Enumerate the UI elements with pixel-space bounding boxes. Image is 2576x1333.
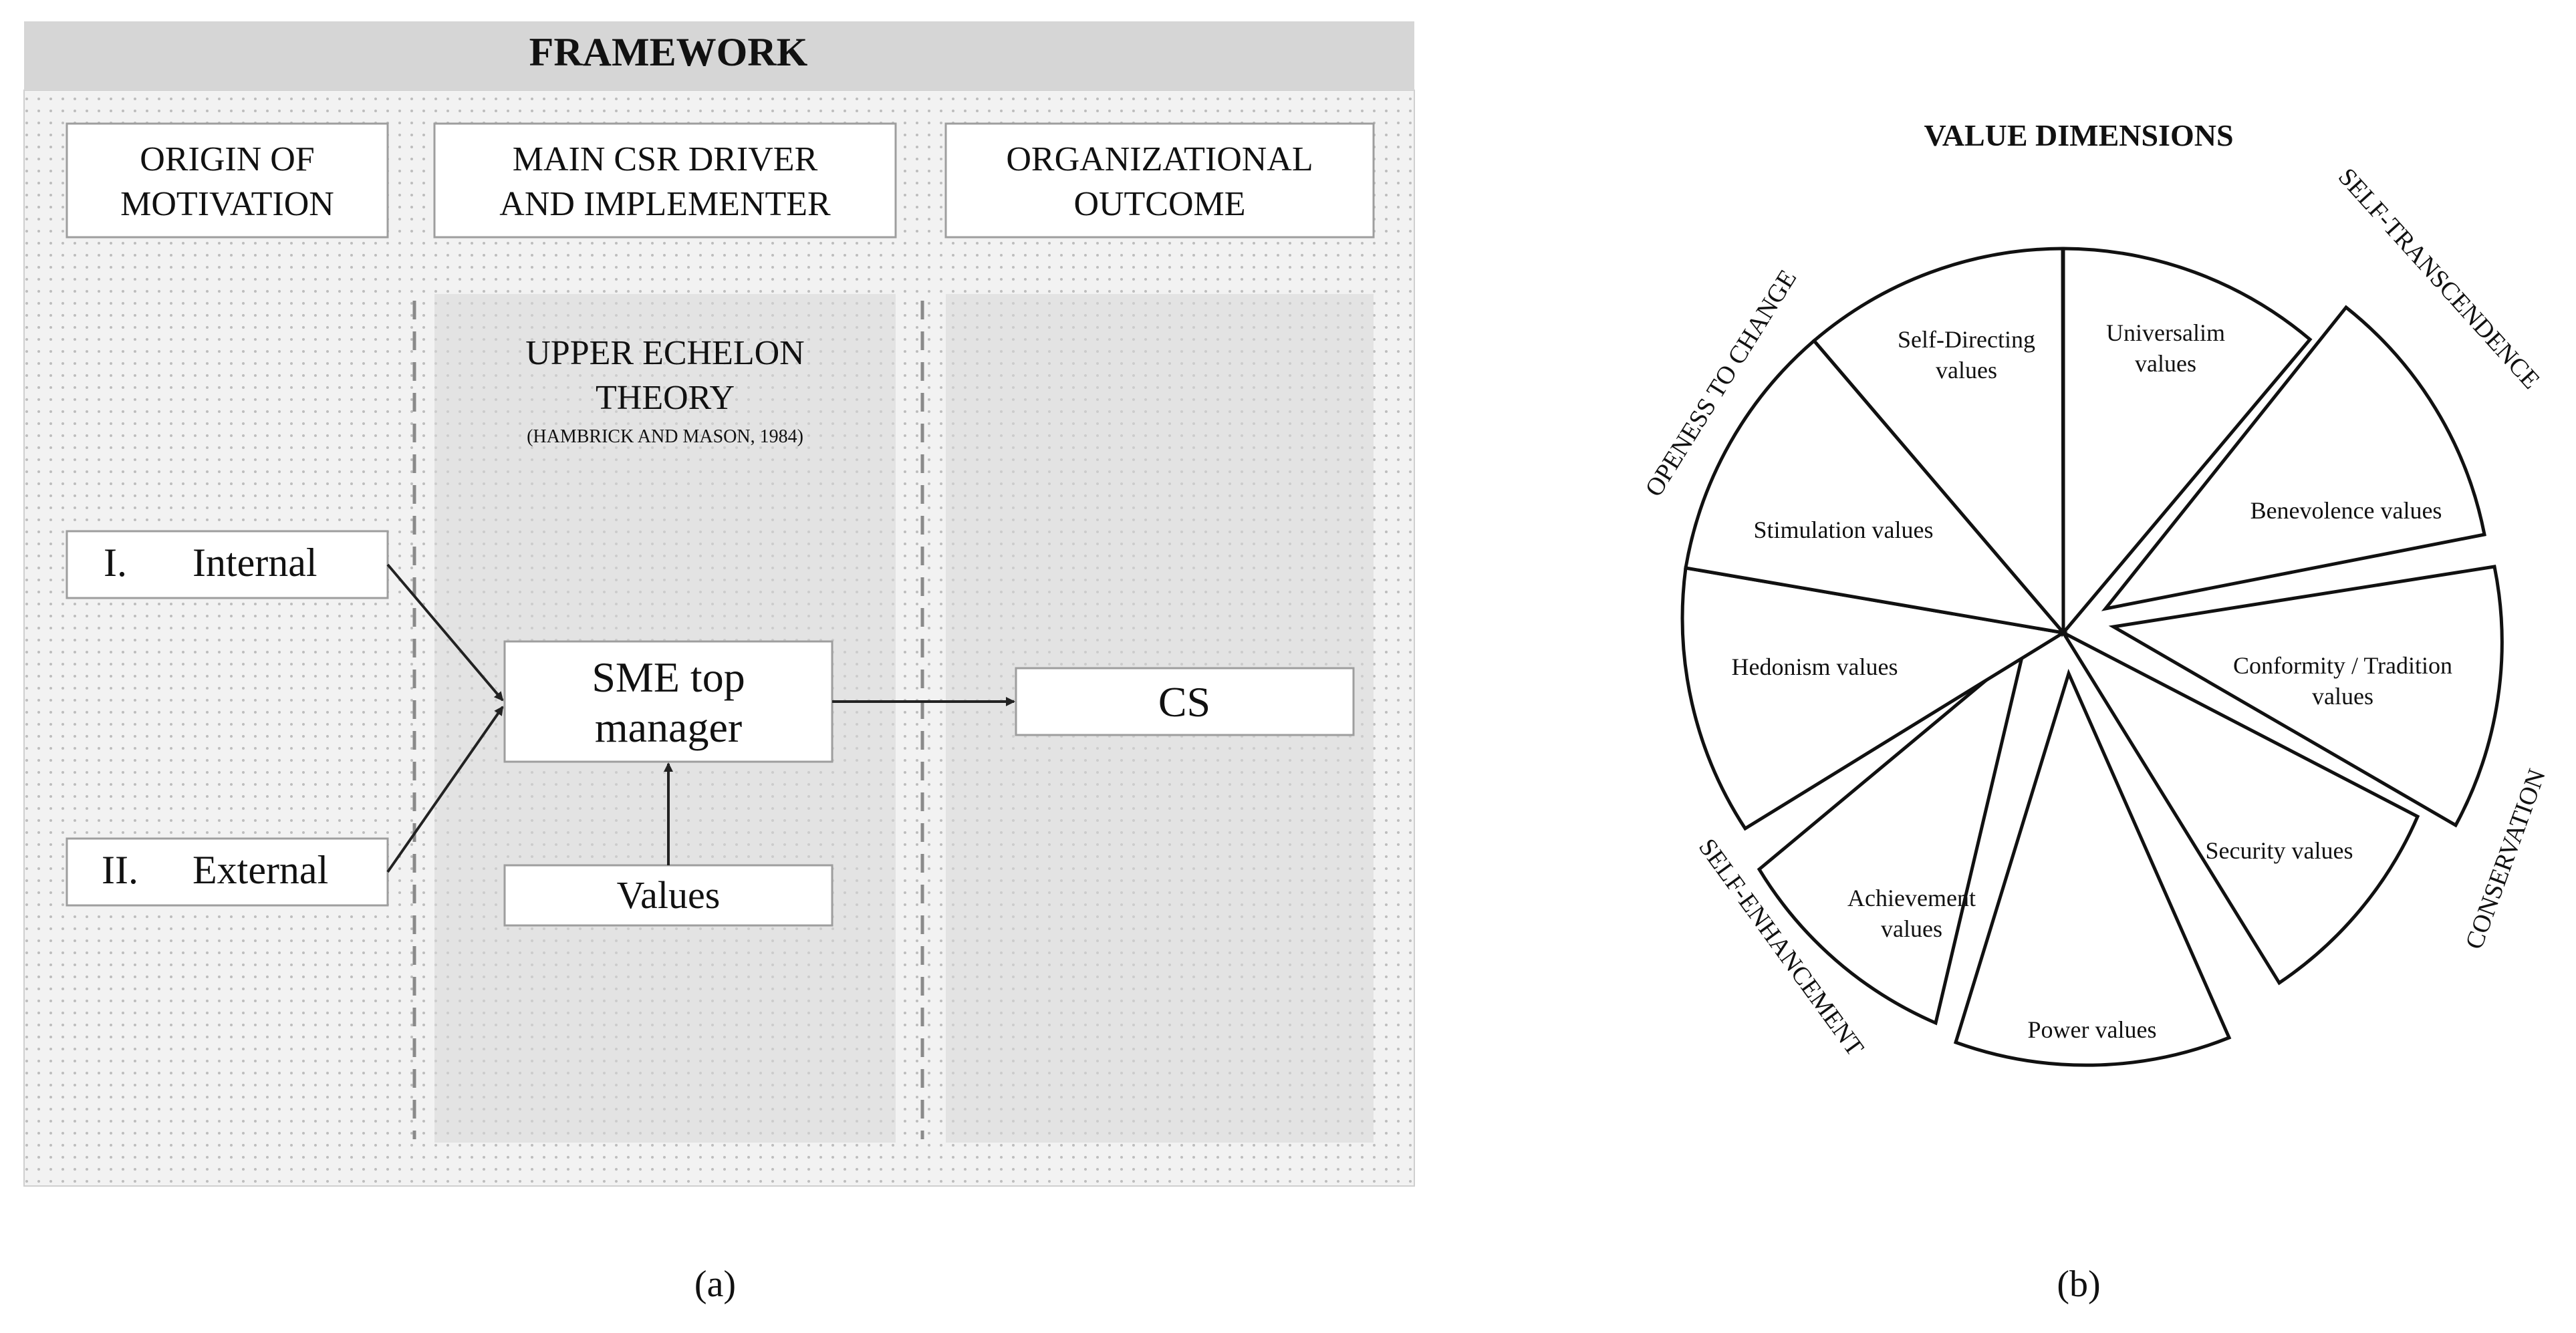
- manager-line1: SME top: [592, 653, 745, 701]
- label-security: Security values: [2206, 837, 2353, 864]
- label-benevolence: Benevolence values: [2250, 497, 2442, 524]
- segment-power: [1953, 668, 2232, 1067]
- value-wheel: [1680, 247, 2504, 1067]
- column-header-origin-line1: ORIGIN OF: [140, 140, 314, 178]
- caption-b: (b): [2057, 1264, 2100, 1305]
- column-header-origin-line2: MOTIVATION: [120, 185, 334, 223]
- label-self-directing-1: Self-Directing: [1898, 326, 2035, 353]
- label-conformity-1: Conformity / Tradition: [2233, 652, 2452, 679]
- theory-citation: (HAMBRICK AND MASON, 1984): [527, 426, 803, 447]
- caption-a: (a): [694, 1264, 736, 1305]
- label-universalism-2: values: [2135, 350, 2196, 377]
- label-achievement-2: values: [1881, 915, 1942, 942]
- segment-stimulation: [1684, 338, 2068, 635]
- theory-line1: UPPER ECHELON: [525, 334, 804, 372]
- manager-box: SME top manager: [503, 640, 833, 763]
- column-header-outcome-line2: OUTCOME: [1073, 185, 1245, 223]
- internal-number: I.: [104, 541, 127, 585]
- framework-diagram: FRAMEWORK ORIGIN OF MOTIVATION MAIN CSR …: [23, 21, 1415, 1305]
- internal-box: I. Internal: [66, 530, 389, 599]
- segment-universalism: [2061, 247, 2313, 637]
- arrow-external-to-manager: [386, 706, 504, 873]
- column-header-origin: ORIGIN OF MOTIVATION: [66, 122, 389, 239]
- label-achievement-1: Achievement: [1847, 885, 1976, 911]
- segment-security: [2059, 628, 2420, 986]
- column-header-outcome-line1: ORGANIZATIONAL: [1006, 140, 1313, 178]
- column-header-driver: MAIN CSR DRIVER AND IMPLEMENTER: [433, 122, 897, 239]
- label-self-directing-2: values: [1936, 357, 1997, 384]
- external-label: External: [192, 848, 328, 892]
- manager-line2: manager: [595, 704, 742, 751]
- column-header-driver-line1: MAIN CSR DRIVER: [513, 140, 818, 178]
- theory-line2: THEORY: [596, 379, 735, 417]
- segment-self-directing: [1811, 247, 2065, 637]
- segment-conformity: [2108, 565, 2504, 828]
- label-conformity-2: values: [2312, 683, 2373, 710]
- values-box: Values: [503, 864, 833, 927]
- column-header-driver-line2: AND IMPLEMENTER: [499, 185, 831, 223]
- label-stimulation: Stimulation values: [1754, 516, 1934, 543]
- segment-achievement: [1757, 644, 2027, 1026]
- label-power: Power values: [2028, 1016, 2157, 1043]
- value-dimensions-title: VALUE DIMENSIONS: [1924, 118, 2233, 152]
- segment-hedonism: [1680, 566, 2068, 831]
- column-header-outcome: ORGANIZATIONAL OUTCOME: [944, 122, 1375, 239]
- group-conservation: CONSERVATION: [2460, 766, 2551, 953]
- external-number: II.: [102, 848, 138, 892]
- outcome-label: CS: [1158, 678, 1210, 726]
- external-box: II. External: [66, 837, 389, 907]
- arrow-internal-to-manager: [386, 563, 504, 702]
- framework-header-bar: [24, 21, 1414, 90]
- outcome-box: CS: [1015, 667, 1355, 736]
- internal-label: Internal: [192, 541, 317, 585]
- framework-title: FRAMEWORK: [529, 30, 808, 74]
- value-dimensions-diagram: VALUE DIMENSIONS Self-Directing values U…: [1640, 118, 2551, 1305]
- values-label: Values: [617, 873, 721, 917]
- label-hedonism: Hedonism values: [1732, 653, 1898, 680]
- segment-benevolence: [2101, 305, 2486, 611]
- label-universalism-1: Universalim: [2106, 319, 2225, 346]
